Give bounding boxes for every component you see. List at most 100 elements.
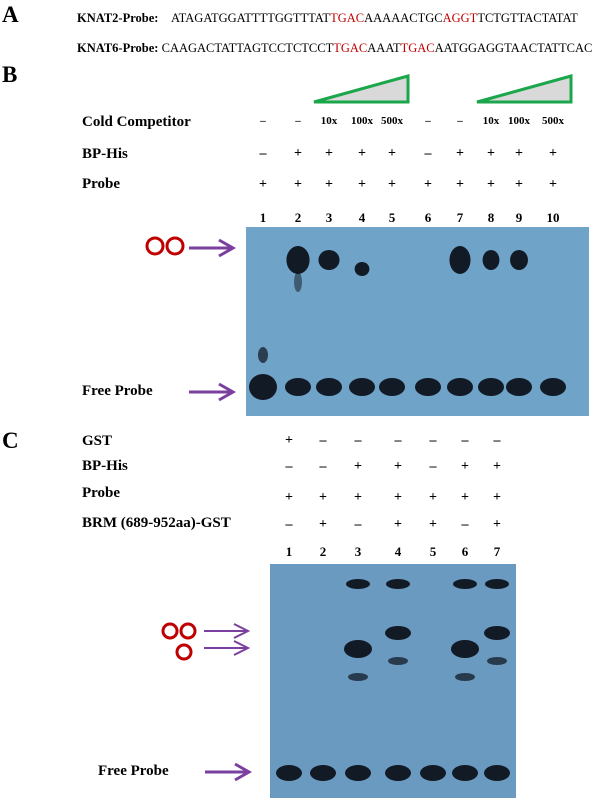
bp-his-value-c-2: – [319,459,327,474]
top-band-c-7 [485,579,509,589]
lane-number-b-7: 7 [456,210,464,225]
free-probe-band-c-7 [484,765,510,781]
probe-value-b-6: + [424,177,432,192]
free-probe-label-b: Free Probe [82,383,153,399]
gel-c-background [270,564,516,798]
gel-b [246,227,589,416]
free-probe-arrow-b [189,382,237,402]
competitor-value-3: 10x [320,115,338,127]
brm-gst-value-5: + [429,517,437,532]
brm-gst-value-4: + [394,517,402,532]
competitor-value-8: 10x [482,115,500,127]
free-probe-band-c-2 [310,765,336,781]
seq-motif: TGAC [400,41,435,55]
lane-number-c-3: 3 [354,544,362,559]
probe-value-c-4: + [394,490,402,505]
bp-his-value-c-4: + [394,459,402,474]
free-probe-band-b-5 [379,378,405,396]
complex-band-b-7 [449,246,471,274]
probe-value-b-7: + [456,177,464,192]
bp-his-value-b-2: + [294,146,302,161]
seq-part: AAAT [367,41,401,55]
bp-his-label-b: BP-His [82,146,128,162]
complex-symbol-b [145,236,185,256]
free-probe-band-b-2 [285,378,311,396]
probe-value-b-4: + [358,177,366,192]
free-probe-band-b-4 [349,378,375,396]
probe-label-b: Probe [82,176,121,192]
gel-b-bands [249,246,566,400]
complex-band-b-3 [318,250,340,270]
competitor-value-5: 500x [381,115,403,127]
seq-part: CAAGACTATTAGTCCTCTCCT [161,41,334,55]
lane-number-b-3: 3 [325,210,333,225]
gst-value-3: – [354,433,362,448]
free-probe-band-b-9 [506,378,532,396]
competitor-triangle-left [313,74,410,104]
faint-band-c-6 [455,673,475,681]
bp-his-value-c-7: + [493,459,501,474]
probe-value-c-2: + [319,490,327,505]
competitor-value-1: – [260,115,266,127]
lane-number-c-6: 6 [461,544,469,559]
brm-gst-label: BRM (689-952aa)-GST [82,515,231,531]
faint-band-c-7 [487,657,507,665]
probe-value-b-2: + [294,177,302,192]
lane-number-b-6: 6 [424,210,432,225]
free-probe-band-b-8 [478,378,504,396]
bp-his-value-c-5: – [429,459,437,474]
seq-motif: TGAC [330,11,365,25]
probe-value-b-3: + [325,177,333,192]
panel-c-letter: C [2,428,19,453]
bp-his-value-b-8: + [487,146,495,161]
bp-his-value-b-10: + [549,146,557,161]
complex-symbol-c [161,622,197,661]
seq-motif: TGAC [333,41,368,55]
knat6-probe-sequence: KNAT6-Probe: CAAGACTATTAGTCCTCTCCTTGACAA… [77,41,592,56]
gst-value-6: – [461,433,469,448]
lane-number-b-5: 5 [388,210,396,225]
lower-complex-c-3 [344,640,372,658]
bp-his-value-c-3: + [354,459,362,474]
free-probe-band-c-4 [385,765,411,781]
lane-number-c-2: 2 [319,544,327,559]
competitor-value-7: – [457,115,463,127]
complex-arrow-b [189,238,237,258]
lane-number-c-5: 5 [429,544,437,559]
top-band-c-3 [346,579,370,589]
bp-his-value-b-4: + [358,146,366,161]
free-probe-arrow-c [205,762,253,782]
probe-value-b-10: + [549,177,557,192]
lane-number-b-2: 2 [294,210,302,225]
complex-band-b-4 [354,262,370,276]
competitor-value-2: – [295,115,301,127]
seq-motif: AGGT [442,11,478,25]
bp-his-value-c-6: + [461,459,469,474]
lane2-smear-b [294,272,302,292]
faint-band-c-4 [388,657,408,665]
complex-band-b-9 [510,250,528,270]
knat2-label: KNAT2-Probe: [77,11,159,25]
probe-value-b-8: + [487,177,495,192]
brm-gst-value-3: – [354,517,362,532]
seq-part: TCTGTTACTATAT [477,11,578,25]
brm-gst-value-1: – [285,517,293,532]
lane-number-c-7: 7 [493,544,501,559]
free-probe-band-b-6 [415,378,441,396]
gst-value-4: – [394,433,402,448]
complex-band-b-2 [286,246,310,274]
free-probe-band-b-7 [447,378,473,396]
lane-number-c-4: 4 [394,544,402,559]
free-probe-band-c-3 [345,765,371,781]
competitor-value-6: – [425,115,431,127]
probe-value-b-1: + [259,177,267,192]
competitor-value-10: 500x [542,115,564,127]
lane-number-b-8: 8 [487,210,495,225]
complex-arrows-c [204,623,251,656]
gst-value-5: – [429,433,437,448]
probe-value-c-1: + [285,490,293,505]
bp-his-value-b-5: + [388,146,396,161]
seq-part: AATGGAGGTAACTATTCAC [434,41,593,55]
free-probe-band-b-1 [249,374,277,400]
free-probe-label-c: Free Probe [98,763,169,779]
